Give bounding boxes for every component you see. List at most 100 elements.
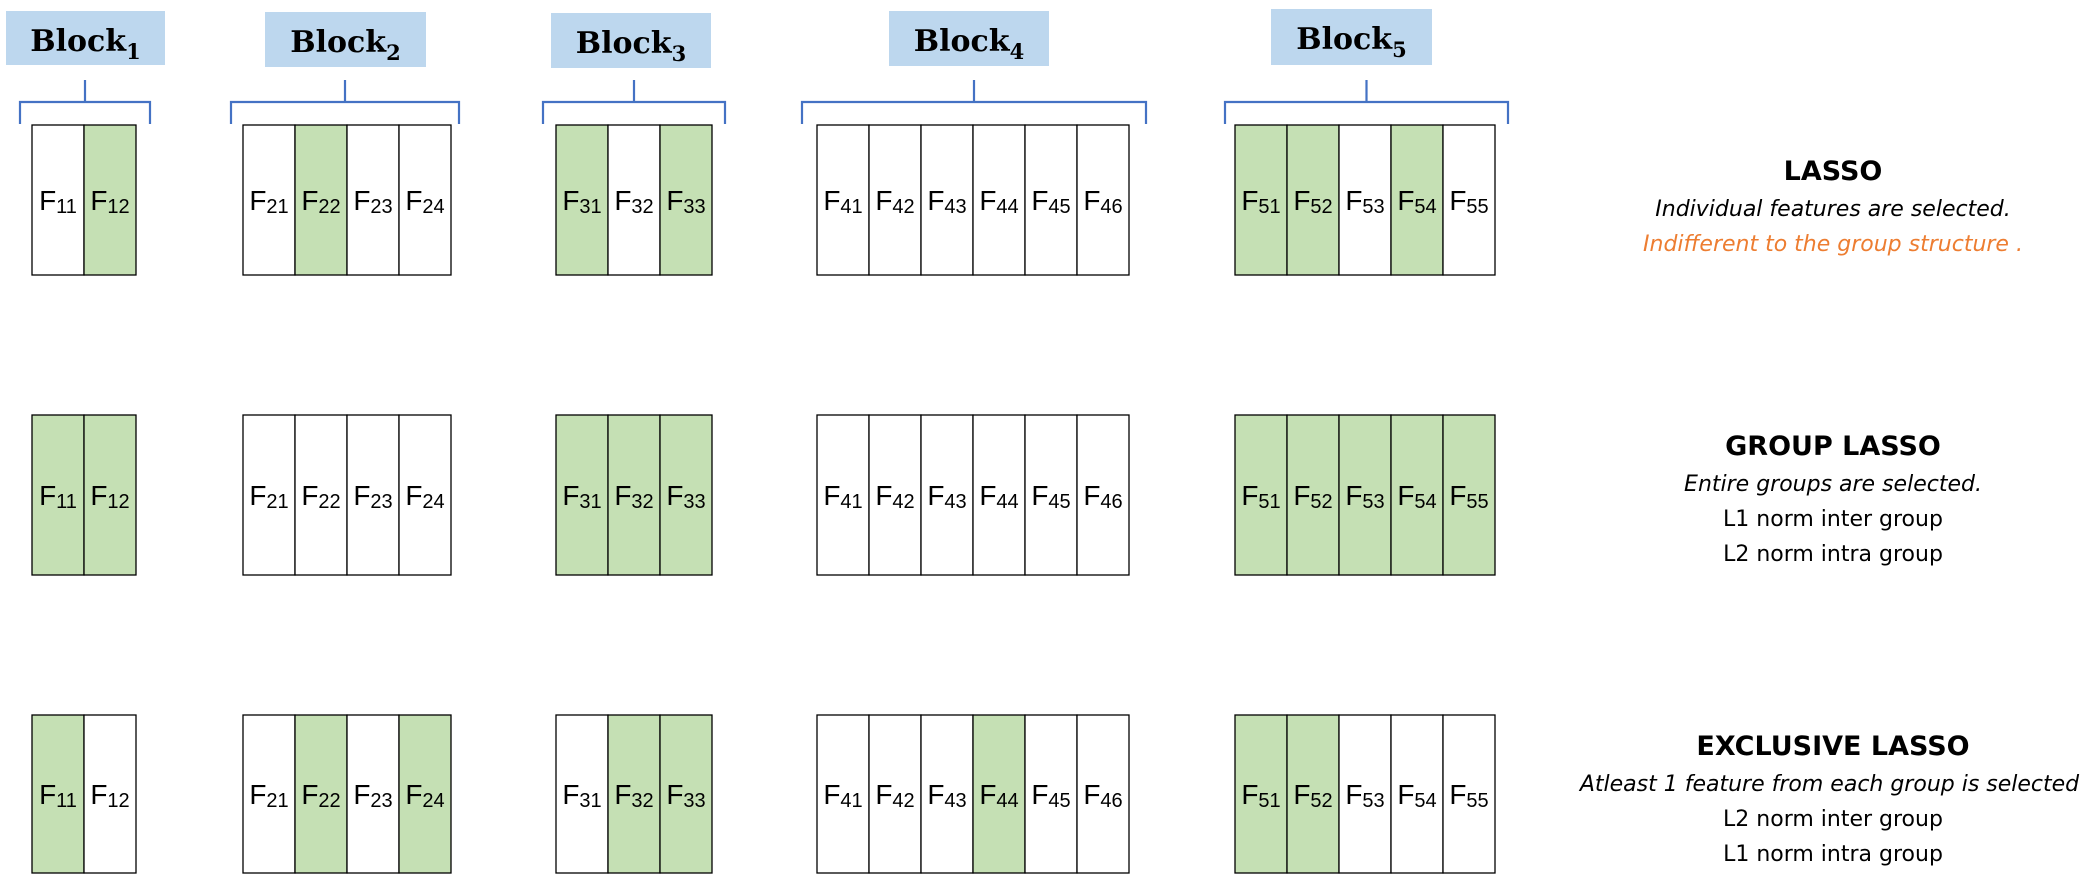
method-line: L1 norm intra group — [1723, 842, 1943, 867]
block-label: Block3 — [576, 26, 686, 66]
block-bracket — [1223, 80, 1510, 124]
method-line: Entire groups are selected. — [1684, 472, 1982, 497]
feature-label: F24 — [405, 185, 444, 218]
feature-cell — [1024, 714, 1078, 874]
feature-cell-selected — [294, 714, 348, 874]
feature-cell-selected — [83, 414, 137, 576]
method-line: L2 norm inter group — [1723, 807, 1943, 832]
feature-group-2: F21 F22 F23 F24 — [242, 714, 452, 874]
method-line: Atleast 1 feature from each group is sel… — [1578, 772, 2080, 797]
feature-label: F31 — [562, 779, 601, 812]
block-header-box — [265, 12, 426, 67]
method-title: LASSO — [1784, 156, 1883, 187]
feature-cell — [868, 714, 922, 874]
feature-cell-selected — [972, 714, 1026, 874]
feature-label: F42 — [875, 185, 914, 218]
feature-label: F55 — [1449, 185, 1488, 218]
feature-label: F23 — [353, 480, 392, 513]
feature-cell-selected — [1234, 124, 1288, 276]
feature-cell-selected — [31, 414, 85, 576]
feature-label: F32 — [614, 480, 653, 513]
block-header-2: Block2 — [229, 12, 461, 124]
feature-label: F52 — [1293, 779, 1332, 812]
feature-label: F23 — [353, 779, 392, 812]
feature-label: F11 — [39, 480, 77, 513]
feature-cell — [294, 414, 348, 576]
block-label: Block2 — [290, 25, 400, 65]
feature-cell — [816, 714, 870, 874]
feature-cell — [1076, 414, 1130, 576]
block-bracket — [229, 80, 461, 124]
feature-label: F24 — [405, 480, 444, 513]
feature-cell-selected — [555, 414, 609, 576]
feature-cell-selected — [659, 714, 713, 874]
feature-label: F33 — [666, 185, 705, 218]
feature-cell-selected — [1338, 414, 1392, 576]
feature-cell-selected — [607, 714, 661, 874]
feature-label: F42 — [875, 779, 914, 812]
feature-cell — [346, 124, 400, 276]
feature-cell — [607, 124, 661, 276]
feature-label: F54 — [1397, 185, 1436, 218]
feature-cell — [1442, 124, 1496, 276]
feature-label: F45 — [1031, 185, 1070, 218]
block-header-4: Block4 — [800, 11, 1148, 124]
feature-label: F21 — [249, 779, 288, 812]
block-bracket — [541, 80, 727, 124]
feature-label: F32 — [614, 185, 653, 218]
feature-cell — [398, 124, 452, 276]
feature-label: F46 — [1083, 185, 1122, 218]
method-line: L2 norm intra group — [1723, 542, 1943, 567]
feature-cell — [1390, 714, 1444, 874]
feature-cell-selected — [1234, 414, 1288, 576]
block-label: Block1 — [30, 24, 140, 64]
block-header-box — [6, 11, 165, 65]
block-header-box — [1271, 9, 1432, 65]
feature-label: F23 — [353, 185, 392, 218]
feature-cell — [920, 714, 974, 874]
feature-label: F54 — [1397, 480, 1436, 513]
feature-label: F53 — [1345, 185, 1384, 218]
feature-label: F33 — [666, 480, 705, 513]
feature-cell — [868, 414, 922, 576]
feature-label: F41 — [823, 480, 862, 513]
feature-cell — [972, 414, 1026, 576]
block-label: Block5 — [1296, 22, 1406, 62]
feature-label: F32 — [614, 779, 653, 812]
feature-label: F55 — [1449, 480, 1488, 513]
feature-group-3: F31 F32 F33 — [555, 714, 713, 874]
feature-label: F52 — [1293, 185, 1332, 218]
feature-label: F11 — [39, 185, 77, 218]
block-header-box — [889, 11, 1049, 66]
feature-label: F43 — [927, 480, 966, 513]
feature-cell-selected — [83, 124, 137, 276]
block-bracket — [800, 80, 1148, 124]
feature-label: F51 — [1241, 185, 1280, 218]
feature-label: F53 — [1345, 480, 1384, 513]
feature-label: F33 — [666, 779, 705, 812]
feature-cell — [1338, 124, 1392, 276]
feature-label: F46 — [1083, 779, 1122, 812]
feature-cell-selected — [398, 714, 452, 874]
feature-cell — [868, 124, 922, 276]
feature-cell-selected — [1286, 714, 1340, 874]
block-label: Block4 — [914, 24, 1024, 64]
feature-label: F52 — [1293, 480, 1332, 513]
block-header-5: Block5 — [1223, 9, 1510, 124]
feature-label: F22 — [301, 779, 340, 812]
feature-label: F45 — [1031, 480, 1070, 513]
feature-cell — [1024, 414, 1078, 576]
feature-cell-selected — [1286, 414, 1340, 576]
feature-label: F24 — [405, 779, 444, 812]
